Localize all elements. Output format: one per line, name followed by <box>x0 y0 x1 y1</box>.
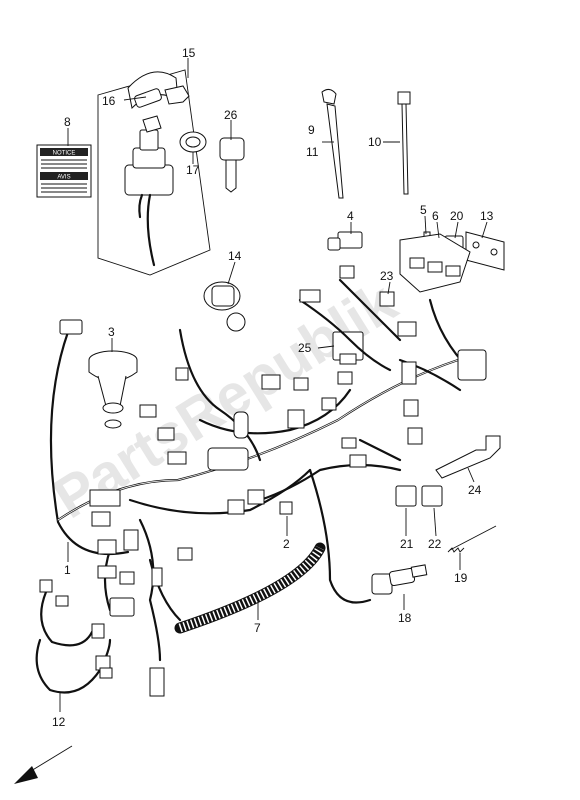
ignition-switch-assembly <box>97 69 211 276</box>
label-7: 7 <box>254 621 261 635</box>
label-8: 8 <box>64 115 71 129</box>
small-connector <box>279 501 293 515</box>
label-24: 24 <box>468 483 482 497</box>
label-16: 16 <box>102 94 116 108</box>
leader-lines <box>59 58 488 712</box>
main-harness <box>49 278 472 662</box>
label-14: 14 <box>228 249 242 263</box>
label-2: 2 <box>283 537 290 551</box>
label-13: 13 <box>480 209 494 223</box>
label-10: 10 <box>368 135 382 149</box>
label-12: 12 <box>52 715 66 729</box>
label-1: 1 <box>64 563 71 577</box>
sensor <box>371 564 428 595</box>
caution-label-sheet: NOTICE AVIS <box>36 144 92 198</box>
switch-connector <box>203 281 246 332</box>
front-direction-arrow <box>14 745 73 784</box>
rubber-boot <box>88 350 138 429</box>
label-23: 23 <box>380 269 394 283</box>
relay-and-connector <box>332 291 395 365</box>
cable-tie <box>397 91 411 195</box>
fuse-box-group <box>399 231 505 293</box>
harness-connectors <box>59 265 487 697</box>
label-15: 15 <box>182 46 196 60</box>
connector-cap <box>327 231 363 251</box>
notice-text: NOTICE <box>53 151 76 157</box>
label-3: 3 <box>108 325 115 339</box>
label-20: 20 <box>450 209 464 223</box>
label-11: 11 <box>306 145 319 159</box>
pin-spring <box>447 525 497 553</box>
label-17: 17 <box>186 163 200 177</box>
corrugated-tube <box>174 542 326 634</box>
label-4: 4 <box>347 209 354 223</box>
label-6: 6 <box>432 209 439 223</box>
sub-harness <box>35 579 113 694</box>
part-labels: 15 16 8 26 17 9 11 10 4 5 6 20 13 14 23 … <box>52 46 494 729</box>
avis-text: AVIS <box>57 175 70 181</box>
label-9: 9 <box>308 123 315 137</box>
cable-tie-clip <box>321 88 344 199</box>
coupler-pair <box>395 485 443 507</box>
label-19: 19 <box>454 571 468 585</box>
key <box>219 137 245 193</box>
label-22: 22 <box>428 537 442 551</box>
label-5: 5 <box>420 203 427 217</box>
bracket <box>435 435 501 479</box>
label-18: 18 <box>398 611 412 625</box>
label-21: 21 <box>400 537 414 551</box>
label-25: 25 <box>298 341 312 355</box>
label-26: 26 <box>224 108 238 122</box>
